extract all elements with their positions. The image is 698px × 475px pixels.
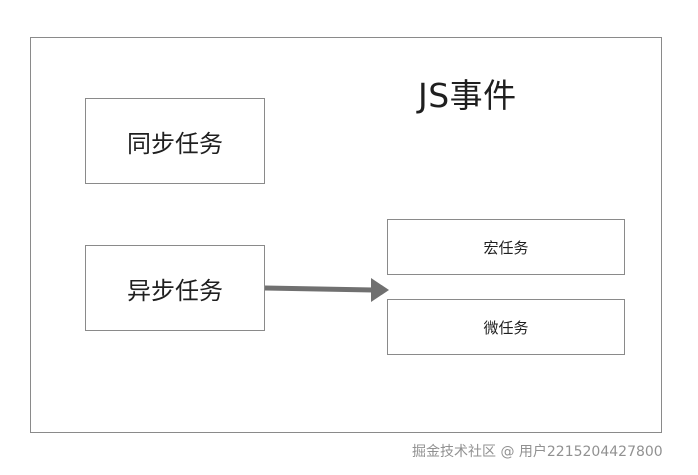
macro-task-box: 宏任务: [387, 219, 625, 275]
sync-task-box: 同步任务: [85, 98, 265, 184]
arrow-right-icon: [265, 278, 389, 302]
micro-task-label: 微任务: [483, 318, 529, 337]
sync-task-label: 同步任务: [127, 129, 223, 158]
watermark-text: 掘金技术社区 @ 用户2215204427800: [412, 444, 663, 460]
macro-task-label: 宏任务: [483, 238, 529, 257]
async-task-box: 异步任务: [85, 245, 265, 331]
diagram-title: JS事件: [418, 76, 517, 115]
micro-task-box: 微任务: [387, 299, 625, 355]
async-task-label: 异步任务: [127, 276, 223, 305]
